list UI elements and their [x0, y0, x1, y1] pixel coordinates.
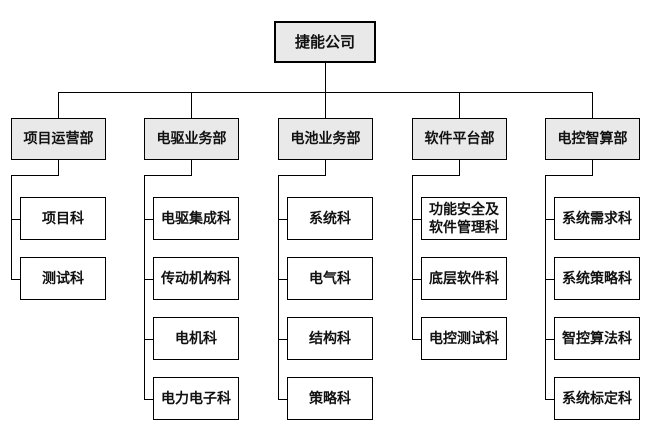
connector-line	[11, 279, 21, 280]
connector-line	[325, 63, 326, 92]
connector-line	[412, 339, 422, 340]
org-node-department-1-label: 电驱业务部	[156, 131, 227, 147]
connector-line	[278, 339, 288, 340]
connector-line	[412, 219, 422, 220]
connector-line	[545, 219, 555, 220]
org-node-section-2-0-label: 系统科	[309, 210, 351, 227]
connector-line	[278, 219, 288, 220]
org-node-department-3: 软件平台部	[412, 118, 507, 160]
org-node-section-3-2-label: 电控测试科	[429, 330, 499, 347]
org-node-section-2-2: 结构科	[287, 317, 373, 360]
org-node-section-2-3: 策略科	[287, 377, 373, 420]
connector-line	[412, 175, 460, 176]
connector-line	[11, 219, 21, 220]
org-node-section-4-0-label: 系统需求科	[562, 210, 632, 227]
org-node-department-0: 项目运营部	[11, 118, 106, 160]
org-node-section-1-3: 电力电子科	[153, 377, 239, 420]
org-node-section-1-0-label: 电驱集成科	[161, 210, 231, 227]
connector-line	[144, 175, 145, 400]
connector-line	[592, 92, 593, 118]
org-node-section-1-1: 传动机构科	[153, 257, 239, 300]
org-node-department-3-label: 软件平台部	[424, 131, 495, 147]
connector-line	[11, 175, 59, 176]
connector-line	[412, 279, 422, 280]
org-node-section-2-3-label: 策略科	[309, 390, 351, 407]
org-node-section-1-3-label: 电力电子科	[161, 390, 231, 407]
connector-line	[144, 339, 154, 340]
connector-line	[278, 175, 279, 400]
org-node-section-0-0-label: 项目科	[42, 210, 84, 227]
org-node-section-4-3: 系统标定科	[554, 377, 640, 420]
org-node-section-4-2-label: 智控算法科	[562, 330, 632, 347]
org-node-section-0-0: 项目科	[20, 197, 106, 240]
org-node-department-1: 电驱业务部	[144, 118, 239, 160]
connector-line	[412, 175, 413, 340]
connector-line	[144, 279, 154, 280]
org-node-section-3-0-label: 功能安全及软件管理科	[429, 201, 499, 236]
connector-line	[58, 160, 59, 175]
org-node-section-4-3-label: 系统标定科	[562, 390, 632, 407]
connector-line	[545, 399, 555, 400]
connector-line	[459, 160, 460, 175]
org-node-section-2-1: 电气科	[287, 257, 373, 300]
connector-line	[191, 160, 192, 175]
connector-line	[545, 175, 546, 400]
org-node-section-4-0: 系统需求科	[554, 197, 640, 240]
org-node-section-3-2: 电控测试科	[421, 317, 507, 360]
org-node-department-4-label: 电控智算部	[557, 131, 628, 147]
org-node-section-0-1: 测试科	[20, 257, 106, 300]
connector-line	[459, 92, 460, 118]
org-node-section-4-1-label: 系统策略科	[562, 270, 632, 287]
connector-line	[278, 175, 326, 176]
connector-line	[278, 399, 288, 400]
org-node-section-0-1-label: 测试科	[42, 270, 84, 287]
connector-line	[278, 279, 288, 280]
connector-line	[325, 160, 326, 175]
org-node-section-1-0: 电驱集成科	[153, 197, 239, 240]
org-node-section-3-0: 功能安全及软件管理科	[421, 197, 507, 240]
org-node-department-4: 电控智算部	[545, 118, 640, 160]
org-node-department-2-label: 电池业务部	[290, 131, 361, 147]
org-node-section-3-1: 底层软件科	[421, 257, 507, 300]
connector-line	[144, 219, 154, 220]
org-node-root: 捷能公司	[274, 21, 376, 63]
org-node-section-2-0: 系统科	[287, 197, 373, 240]
connector-line	[545, 175, 593, 176]
org-node-section-1-2: 电机科	[153, 317, 239, 360]
connector-line	[191, 92, 192, 118]
org-node-section-1-1-label: 传动机构科	[161, 270, 231, 287]
org-node-section-3-1-label: 底层软件科	[429, 270, 499, 287]
org-node-section-1-2-label: 电机科	[175, 330, 217, 347]
org-node-section-4-1: 系统策略科	[554, 257, 640, 300]
org-node-section-2-2-label: 结构科	[309, 330, 351, 347]
connector-line	[11, 175, 12, 280]
org-node-root-label: 捷能公司	[294, 33, 355, 51]
connector-line	[58, 92, 59, 118]
connector-line	[144, 175, 192, 176]
org-node-department-0-label: 项目运营部	[23, 131, 94, 147]
org-node-department-2: 电池业务部	[278, 118, 373, 160]
connector-line	[325, 92, 326, 118]
connector-line	[545, 279, 555, 280]
org-node-section-4-2: 智控算法科	[554, 317, 640, 360]
connector-line	[144, 399, 154, 400]
org-node-section-2-1-label: 电气科	[309, 270, 351, 287]
connector-line	[592, 160, 593, 175]
connector-line	[545, 339, 555, 340]
